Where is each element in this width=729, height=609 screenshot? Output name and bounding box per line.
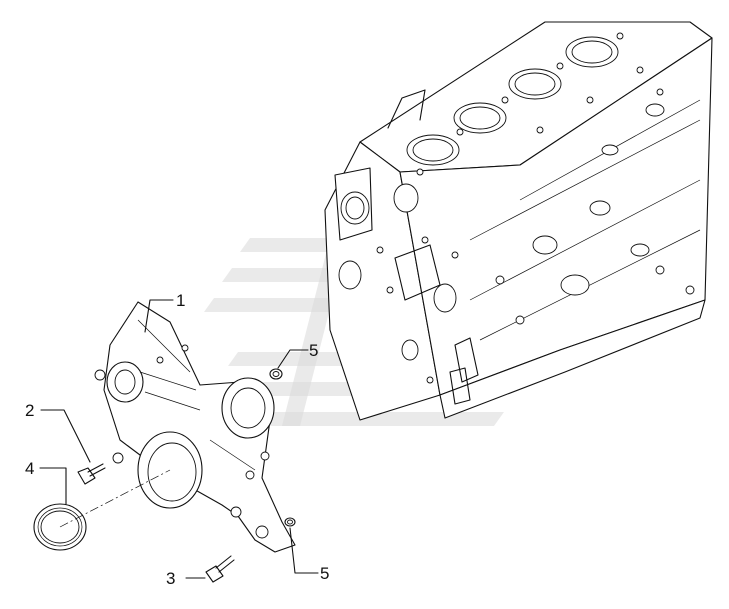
callout-3: 3 bbox=[166, 569, 175, 588]
bolt-lower bbox=[205, 555, 235, 583]
callout-4: 4 bbox=[25, 459, 34, 478]
callout-1: 1 bbox=[176, 291, 185, 310]
dowel-lower bbox=[284, 517, 296, 527]
leader-lines bbox=[39, 299, 319, 579]
timing-cover bbox=[94, 301, 296, 553]
callout-2: 2 bbox=[25, 401, 34, 420]
engine-block bbox=[324, 21, 713, 421]
callout-5-upper: 5 bbox=[309, 341, 318, 360]
alignment-line bbox=[59, 469, 171, 528]
bolt-upper bbox=[77, 463, 106, 485]
dowel-upper bbox=[269, 368, 283, 380]
callout-5-lower: 5 bbox=[320, 564, 329, 583]
